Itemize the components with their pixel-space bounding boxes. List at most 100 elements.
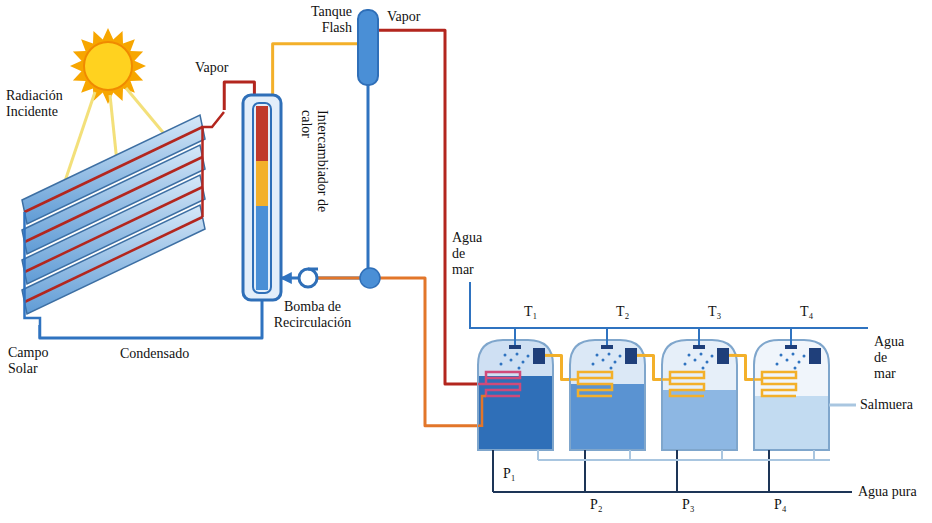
effect-vessel bbox=[754, 340, 829, 450]
effect-vessel bbox=[662, 340, 737, 450]
product-label: P₃ bbox=[682, 497, 706, 513]
effect-outline bbox=[478, 340, 553, 450]
spray-nozzle bbox=[693, 345, 705, 349]
flow-label: Vapor bbox=[193, 60, 230, 76]
flash-tank-body bbox=[358, 10, 378, 85]
spray-drop bbox=[803, 355, 806, 358]
brine-drop bbox=[813, 450, 815, 460]
effect-chamber: T₄ bbox=[754, 340, 829, 450]
product-label: P₁ bbox=[503, 466, 527, 482]
brine-drop bbox=[537, 450, 539, 460]
heating-coil bbox=[662, 372, 704, 396]
pump-symbol bbox=[299, 269, 317, 287]
seawater-inlet-label: Agua de mar bbox=[452, 230, 488, 278]
distillate-drop bbox=[768, 450, 770, 492]
cold-manifold bbox=[25, 212, 41, 325]
product-water-label: Agua pura bbox=[858, 484, 930, 500]
product-label: P₂ bbox=[590, 497, 614, 513]
spray-drop bbox=[518, 367, 521, 370]
spray-drop bbox=[684, 363, 687, 366]
brine-pool bbox=[571, 384, 644, 449]
mist-eliminator bbox=[533, 348, 545, 364]
spray-drop bbox=[776, 363, 779, 366]
spray-drop bbox=[527, 355, 530, 358]
spray-drop bbox=[700, 353, 703, 356]
distillate-drop bbox=[584, 450, 586, 492]
spray-feed bbox=[606, 328, 608, 346]
node-label: T₂ bbox=[616, 304, 640, 320]
recirculation-pump: Bomba de Recirculación bbox=[299, 269, 317, 287]
hot-section bbox=[256, 106, 268, 161]
node-label: T₁ bbox=[524, 304, 548, 320]
node-label: T₃ bbox=[708, 304, 732, 320]
hot-manifold bbox=[203, 112, 225, 217]
heat-exchanger: Intercambiador de calor bbox=[243, 95, 281, 300]
distillate-drop bbox=[676, 450, 678, 492]
spray-nozzle bbox=[509, 345, 521, 349]
heat-exchanger-shell bbox=[243, 95, 281, 300]
spray-drop bbox=[711, 355, 714, 358]
spray-drop bbox=[798, 361, 801, 364]
pipe-connector bbox=[737, 355, 754, 379]
node-label: Campo Solar bbox=[8, 345, 70, 377]
seawater-header bbox=[470, 282, 868, 328]
effect-vessel bbox=[570, 340, 645, 450]
exchanger-tube bbox=[253, 103, 271, 293]
sun-rays bbox=[70, 28, 146, 104]
radiation-label: Radiación Incidente bbox=[6, 88, 76, 120]
heating-coil bbox=[570, 372, 612, 396]
brine-outlet bbox=[829, 404, 856, 407]
flow-label: Vapor bbox=[385, 9, 422, 25]
spray-drop bbox=[688, 354, 691, 357]
effect-chamber: T₂ bbox=[570, 340, 645, 450]
pipe-connector bbox=[553, 355, 570, 379]
node-label: Bomba de Recirculación bbox=[265, 299, 360, 331]
mist-eliminator bbox=[717, 348, 729, 364]
solar-field: Campo Solar bbox=[15, 110, 240, 325]
mixing-tee bbox=[360, 268, 380, 288]
cold-section bbox=[256, 206, 268, 290]
spray-drop bbox=[596, 354, 599, 357]
pipe-connector bbox=[317, 278, 478, 426]
distillate-drop bbox=[492, 450, 494, 492]
vapor-outlet bbox=[729, 354, 737, 357]
spray-feed bbox=[790, 328, 792, 346]
spray-drop bbox=[786, 359, 789, 362]
spray-nozzle bbox=[785, 345, 797, 349]
spray-drop bbox=[608, 353, 611, 356]
brine-pool bbox=[663, 390, 736, 449]
spray-drop bbox=[510, 359, 513, 362]
effect-outline bbox=[754, 340, 829, 450]
spray-drop bbox=[792, 353, 795, 356]
absorber-tube bbox=[25, 217, 203, 302]
spray-drop bbox=[706, 361, 709, 364]
brine-pool bbox=[755, 396, 828, 449]
vapor-outlet bbox=[545, 354, 553, 357]
node-label: Intercambiador de calor bbox=[298, 110, 330, 230]
product-label: P₄ bbox=[774, 497, 798, 513]
brine-drop bbox=[721, 450, 723, 460]
spray-drop bbox=[610, 367, 613, 370]
pipe-connector bbox=[273, 44, 358, 95]
spray-drop bbox=[522, 361, 525, 364]
mist-eliminator bbox=[625, 348, 637, 364]
spray-drop bbox=[504, 354, 507, 357]
effect-outline bbox=[570, 340, 645, 450]
pipe-connector bbox=[645, 355, 662, 379]
brine-label: Salmuera bbox=[860, 397, 930, 413]
spray-drop bbox=[780, 354, 783, 357]
node-label: Tanque Flash bbox=[294, 4, 352, 36]
spray-drop bbox=[500, 363, 503, 366]
spray-drop bbox=[614, 361, 617, 364]
spray-drop bbox=[694, 359, 697, 362]
solar-trough bbox=[22, 205, 205, 314]
spray-drop bbox=[619, 355, 622, 358]
condensate-outlet bbox=[478, 396, 486, 426]
warm-section bbox=[256, 161, 268, 206]
brine-pool bbox=[479, 376, 552, 449]
node-label: T₄ bbox=[800, 304, 824, 320]
effect-chamber: T₁ bbox=[478, 340, 553, 450]
